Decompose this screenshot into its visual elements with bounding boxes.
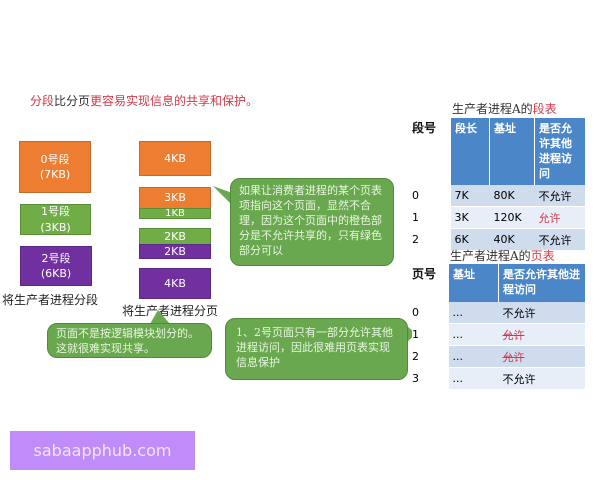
page-3: 4KB bbox=[139, 268, 211, 299]
table-row: 3...不允许 bbox=[412, 367, 585, 390]
table-row: 2...允许 bbox=[412, 345, 585, 368]
page-2-green: 2KB bbox=[139, 228, 211, 245]
page-0: 4KB bbox=[139, 141, 211, 176]
title-mid: 比分页 bbox=[54, 94, 91, 108]
watermark: sabaapphub.com bbox=[10, 431, 195, 470]
segment-1: 1号段(3KB) bbox=[20, 204, 91, 235]
callout-tail bbox=[150, 310, 170, 324]
segment-2: 2号段(6KB) bbox=[20, 246, 92, 286]
page-1-green: 1KB bbox=[139, 208, 211, 219]
segments-label: 将生产者进程分段 bbox=[2, 293, 99, 307]
page-table-title: 生产者进程A的页表 bbox=[450, 249, 555, 263]
table-row: 0...不允许 bbox=[412, 302, 585, 324]
callout-unreasonable: 如果让消费者进程的某个页表项指向这个页面，显然不合理，因为这个页面中的橙色部分是… bbox=[230, 178, 394, 266]
callout-partial: 1、2号页面只有一部分允许其他进程访问，因此很难用页表实现信息保护 bbox=[225, 318, 408, 380]
segment-table-title: 生产者进程A的段表 bbox=[452, 102, 557, 116]
table-row: 1...允许 bbox=[412, 323, 585, 346]
callout-logic: 页面不是按逻辑模块划分的。这就很难实现共享。 bbox=[47, 323, 212, 358]
callout-tail bbox=[407, 326, 416, 342]
slide-title: 分段比分页更容易实现信息的共享和保护。 bbox=[30, 92, 258, 109]
page-2-purple: 2KB bbox=[139, 244, 211, 259]
title-rest: 更容易实现信息的共享和保护。 bbox=[90, 94, 259, 108]
segment-0: 0号段(7KB) bbox=[19, 141, 91, 193]
page-table: 页号基址是否允许其他进程访问 0...不允许 1...允许 2...允许 3..… bbox=[412, 264, 585, 390]
title-segment: 分段 bbox=[30, 94, 55, 108]
pages-label: 将生产者进程分页 bbox=[122, 304, 219, 318]
